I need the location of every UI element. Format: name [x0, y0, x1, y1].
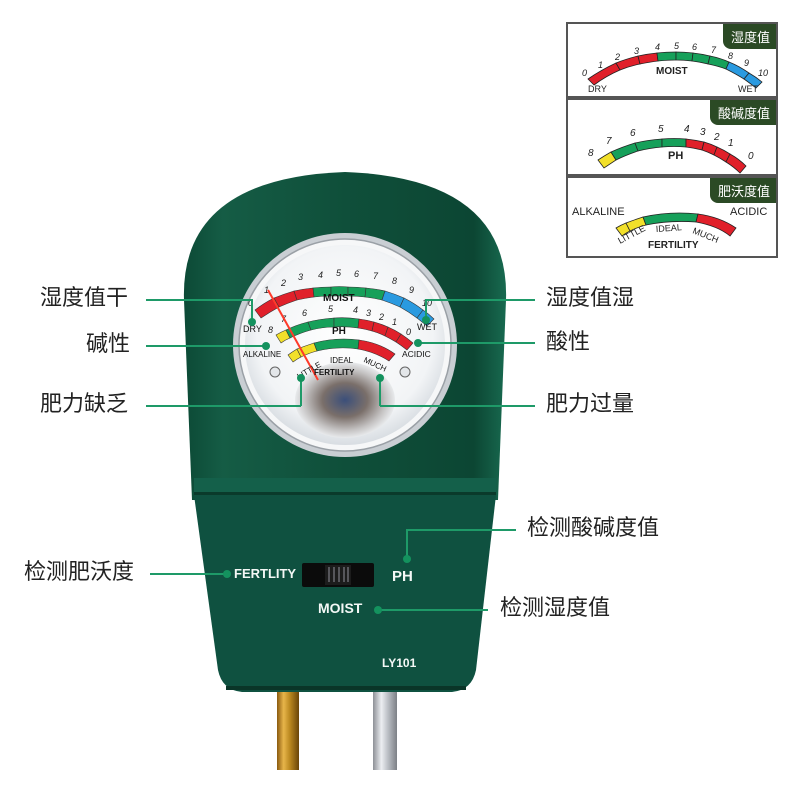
- callout-line-acidic: [418, 342, 535, 344]
- model-label: LY101: [382, 656, 417, 670]
- meter-ideal-label: IDEAL: [330, 356, 354, 365]
- callout-high-fertility: 肥力过量: [546, 392, 635, 417]
- switch-fertility-label[interactable]: FERTLITY: [234, 566, 297, 581]
- svg-text:IDEAL: IDEAL: [655, 222, 682, 234]
- callout-wet: 湿度值湿: [546, 286, 635, 311]
- svg-text:0: 0: [748, 151, 754, 162]
- callout-dot-moist-mode: [374, 606, 382, 614]
- callout-line-moist-mode: [378, 609, 488, 611]
- callout-detect-moisture: 检测湿度值: [500, 596, 611, 621]
- svg-text:7: 7: [373, 271, 379, 281]
- svg-text:8: 8: [268, 325, 273, 335]
- acidic-label: ACIDIC: [730, 206, 768, 218]
- callout-line-fertility-mode: [150, 573, 226, 575]
- svg-text:1: 1: [392, 317, 397, 327]
- dry-label: DRY: [588, 84, 607, 94]
- callout-dot-alkaline: [262, 342, 270, 350]
- callout-alkaline: 碱性: [86, 332, 131, 357]
- fertility-legend-panel: 肥沃度值 ALKALINE ACIDIC LITTLE IDEAL MUCH F…: [566, 176, 778, 258]
- svg-text:1: 1: [264, 285, 269, 295]
- callout-dot-acidic: [414, 339, 422, 347]
- meter-needle: [267, 289, 319, 381]
- switch-ph-label[interactable]: PH: [392, 568, 413, 585]
- callout-line-dry: [146, 299, 251, 301]
- callout-dot-wet: [422, 316, 430, 324]
- moisture-legend-panel: 湿度值 0 1 2 3 4 5 6 7 8 9 10 MOIST DRY WET: [566, 22, 778, 98]
- callout-line-wet: [425, 299, 535, 301]
- svg-text:9: 9: [744, 58, 749, 68]
- svg-text:0: 0: [248, 298, 253, 308]
- meter-ph-label: PH: [332, 326, 346, 337]
- meter-dry-label: DRY: [243, 324, 262, 334]
- svg-text:10: 10: [758, 68, 768, 78]
- svg-text:4: 4: [684, 124, 690, 135]
- svg-text:7: 7: [606, 136, 612, 147]
- svg-text:2: 2: [713, 132, 720, 143]
- wet-label: WET: [738, 84, 758, 94]
- ph-scale-label: PH: [668, 150, 684, 162]
- callout-line-alkaline: [146, 345, 266, 347]
- moisture-scale-graphic: 0 1 2 3 4 5 6 7 8 9 10: [582, 41, 768, 89]
- svg-text:5: 5: [336, 268, 342, 278]
- moist-ticks: 0 1 2 3 4 5 6 7 8 9 10: [248, 268, 432, 308]
- meter-acidic-label: ACIDIC: [402, 349, 431, 359]
- svg-text:1: 1: [728, 138, 734, 149]
- svg-text:2: 2: [280, 278, 286, 288]
- callout-dot-ph-mode: [403, 555, 411, 563]
- svg-text:7: 7: [711, 45, 717, 55]
- svg-text:10: 10: [422, 298, 432, 308]
- callout-line-ph-mode: [406, 529, 516, 531]
- svg-text:6: 6: [302, 308, 307, 318]
- svg-text:6: 6: [692, 42, 697, 52]
- fertility-scale-graphic: LITTLE IDEAL MUCH: [615, 212, 737, 246]
- callout-low-fertility: 肥力缺乏: [40, 392, 129, 417]
- svg-text:8: 8: [588, 148, 594, 159]
- svg-text:8: 8: [392, 276, 397, 286]
- svg-text:8: 8: [728, 51, 733, 61]
- alkaline-label: ALKALINE: [572, 206, 625, 218]
- callout-line-high-fertility: [380, 405, 535, 407]
- svg-text:1: 1: [598, 60, 603, 70]
- meter-alkaline-label: ALKALINE: [243, 350, 282, 359]
- svg-text:2: 2: [614, 52, 620, 62]
- callout-detect-ph: 检测酸碱度值: [527, 516, 660, 541]
- svg-text:3: 3: [700, 127, 706, 138]
- svg-text:4: 4: [353, 305, 358, 315]
- callout-detect-fertility: 检测肥沃度: [24, 560, 135, 585]
- moisture-legend-tag: 湿度值: [722, 24, 776, 49]
- callout-line-low-fertility: [146, 405, 301, 407]
- svg-text:9: 9: [409, 285, 414, 295]
- svg-text:6: 6: [354, 269, 359, 279]
- svg-text:3: 3: [298, 272, 303, 282]
- fertility-scale-label: FERTILITY: [648, 240, 699, 251]
- meter-wet-label: WET: [417, 322, 437, 332]
- svg-text:5: 5: [658, 124, 664, 135]
- fertility-legend-tag: 肥沃度值: [709, 178, 776, 203]
- svg-text:0: 0: [582, 68, 587, 78]
- ph-legend-tag: 酸碱度值: [709, 100, 776, 125]
- callout-dot-low-fertility: [297, 374, 305, 382]
- svg-text:5: 5: [328, 304, 334, 314]
- svg-text:3: 3: [366, 308, 371, 318]
- svg-text:5: 5: [674, 41, 680, 51]
- moist-scale-label: MOIST: [656, 66, 688, 77]
- svg-text:3: 3: [634, 46, 639, 56]
- svg-text:0: 0: [406, 327, 411, 337]
- callout-dot-fertility-mode: [223, 570, 231, 578]
- svg-text:4: 4: [655, 42, 660, 52]
- svg-text:2: 2: [378, 312, 384, 322]
- callout-dot-high-fertility: [376, 374, 384, 382]
- svg-text:6: 6: [630, 128, 636, 139]
- callout-dot-dry: [248, 318, 256, 326]
- meter-fertility-label: FERTILITY: [314, 368, 355, 377]
- callout-dry: 湿度值干: [40, 286, 129, 311]
- callout-acidic: 酸性: [546, 330, 591, 355]
- svg-text:4: 4: [318, 270, 323, 280]
- meter-moist-label: MOIST: [323, 293, 355, 304]
- switch-moist-label[interactable]: MOIST: [318, 600, 363, 616]
